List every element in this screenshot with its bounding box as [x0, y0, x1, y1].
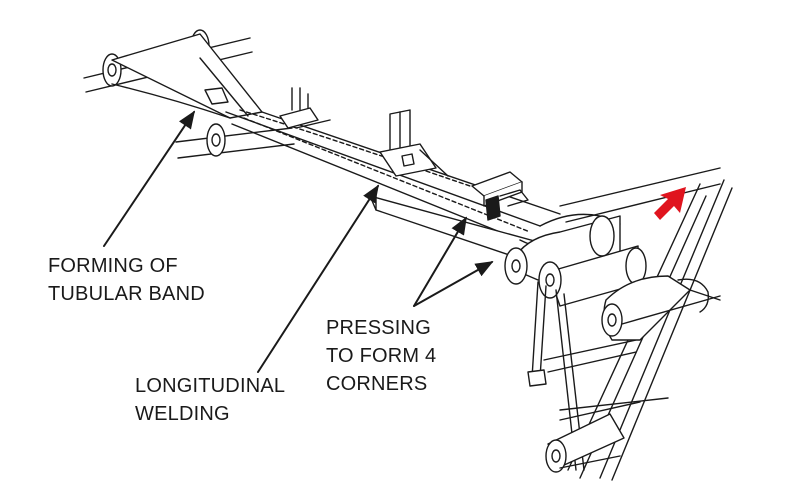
- forming-pointer-arrow: [104, 112, 194, 246]
- pressing-label-line-3: CORNERS: [326, 370, 436, 398]
- film-web: [112, 34, 620, 262]
- longitudinal-label-line-2: WELDING: [135, 400, 285, 428]
- welding-unit-center: [380, 110, 448, 176]
- lower-frame: [546, 180, 732, 480]
- pressing-label-line-2: TO FORM 4: [326, 342, 436, 370]
- pressing-pointer-arrow-lower: [414, 262, 492, 306]
- welding-unit-left: [280, 88, 330, 128]
- pressing-label: PRESSING TO FORM 4 CORNERS: [326, 314, 436, 398]
- forming-label-line-1: FORMING OF: [48, 252, 205, 280]
- forming-label-line-2: TUBULAR BAND: [48, 280, 205, 308]
- red-direction-arrow-icon: [654, 187, 686, 220]
- pressing-label-line-1: PRESSING: [326, 314, 436, 342]
- lower-reel: [176, 124, 294, 158]
- longitudinal-welding-label: LONGITUDINAL WELDING: [135, 372, 285, 428]
- longitudinal-label-line-1: LONGITUDINAL: [135, 372, 285, 400]
- forming-label: FORMING OF TUBULAR BAND: [48, 252, 205, 308]
